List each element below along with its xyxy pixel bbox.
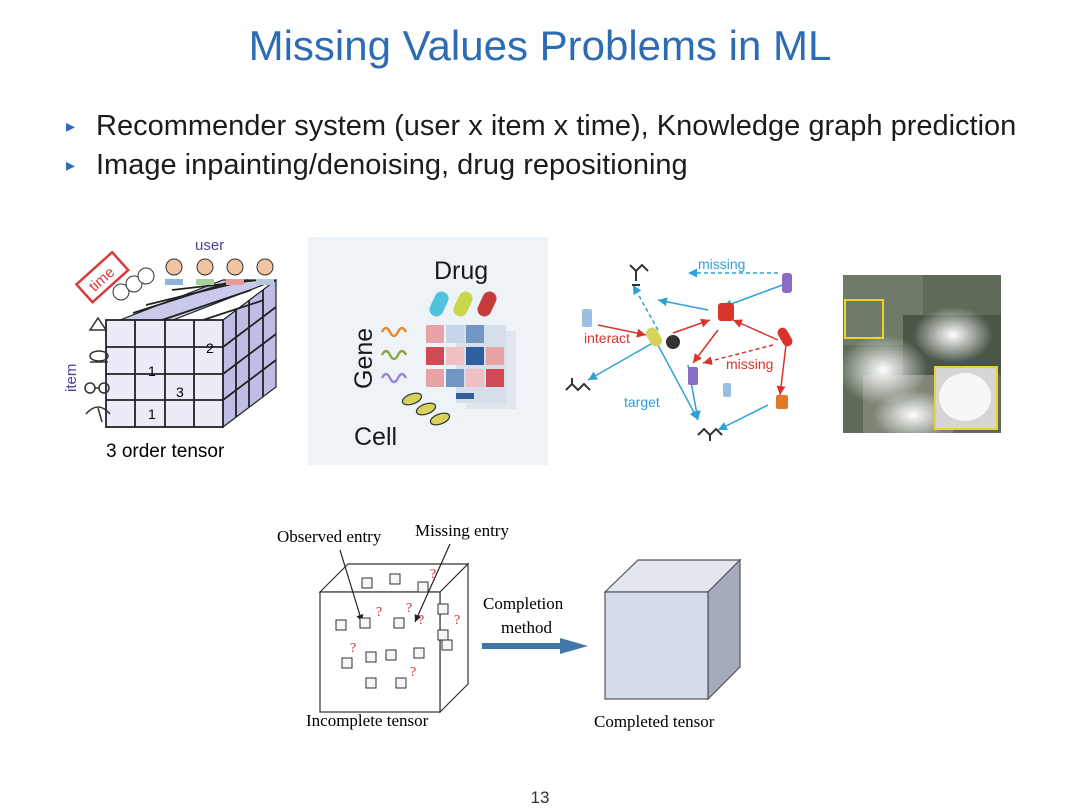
molecule-icons [565, 263, 723, 441]
satellite-image-figure [843, 275, 1001, 433]
bullet-item: ▸ Image inpainting/denoising, drug repos… [66, 147, 1026, 184]
tensor-caption: 3 order tensor [106, 441, 225, 462]
cell-shape-icons [401, 392, 451, 426]
user-axis-label: user [195, 237, 224, 254]
bullet-text: Recommender system (user x item x time),… [96, 110, 1017, 142]
gene-wave-icons [380, 326, 408, 384]
slide-title: Missing Values Problems in ML [248, 22, 832, 69]
bullet-list: ▸ Recommender system (user x item x time… [66, 108, 1026, 186]
completed-tensor-cube [603, 558, 742, 701]
completion-arrow-icon [482, 638, 588, 654]
svg-text:?: ? [376, 605, 382, 620]
completion-method-label: Completion [483, 594, 564, 613]
tensor-cell-value: 2 [206, 340, 214, 356]
interact-label: interact [584, 330, 630, 346]
bullet-item: ▸ Recommender system (user x item x time… [66, 108, 1026, 145]
cell-label: Cell [354, 423, 397, 451]
time-badge: time [74, 250, 130, 304]
capsule-icons [429, 291, 497, 317]
bullet-text: Image inpainting/denoising, drug reposit… [96, 149, 688, 181]
svg-text:?: ? [410, 665, 416, 680]
missing-entry-label: Missing entry [415, 521, 509, 540]
svg-text:?: ? [454, 613, 460, 628]
drug-label: Drug [434, 257, 488, 285]
clock-icons [112, 267, 155, 301]
item-axis-label: item [63, 364, 80, 392]
user-face-icons [165, 258, 274, 285]
svg-text:?: ? [418, 613, 424, 628]
completion-method-label: method [501, 618, 552, 637]
missing-label-mid: missing [726, 356, 773, 372]
tensor-cell-value: 3 [176, 384, 184, 400]
incomplete-tensor-label: Incomplete tensor [306, 711, 429, 730]
tensor-cell-value: 1 [148, 406, 156, 422]
triangle-bullet-icon: ▸ [66, 116, 76, 136]
svg-text:?: ? [406, 601, 412, 616]
observed-entry-cubes [335, 573, 453, 689]
heatmap-matrix [426, 325, 516, 409]
observed-entry-label: Observed entry [277, 527, 382, 546]
tensor-cell-value: 1 [148, 363, 156, 379]
completed-tensor-label: Completed tensor [594, 712, 715, 731]
drug-gene-cell-figure: Drug Gene Cell [308, 237, 548, 465]
tensor-figure: 2 1 3 1 user time item 3 order tensor [63, 237, 277, 462]
missing-entry-marks: ? ? ? ? ? ? ? [350, 567, 460, 680]
triangle-bullet-icon: ▸ [66, 155, 76, 175]
knowledge-graph-figure: missing interact missing target [565, 256, 793, 441]
gene-label: Gene [350, 328, 378, 389]
svg-text:?: ? [350, 641, 356, 656]
page-number: 13 [530, 788, 550, 807]
item-object-icons [84, 316, 111, 423]
completion-figure: Observed entry Missing entry ? ? ? ? ? ?… [277, 521, 742, 731]
svg-text:?: ? [430, 567, 436, 582]
missing-label-top: missing [698, 256, 745, 272]
target-label: target [624, 394, 660, 410]
drug-node-icons [582, 273, 793, 409]
